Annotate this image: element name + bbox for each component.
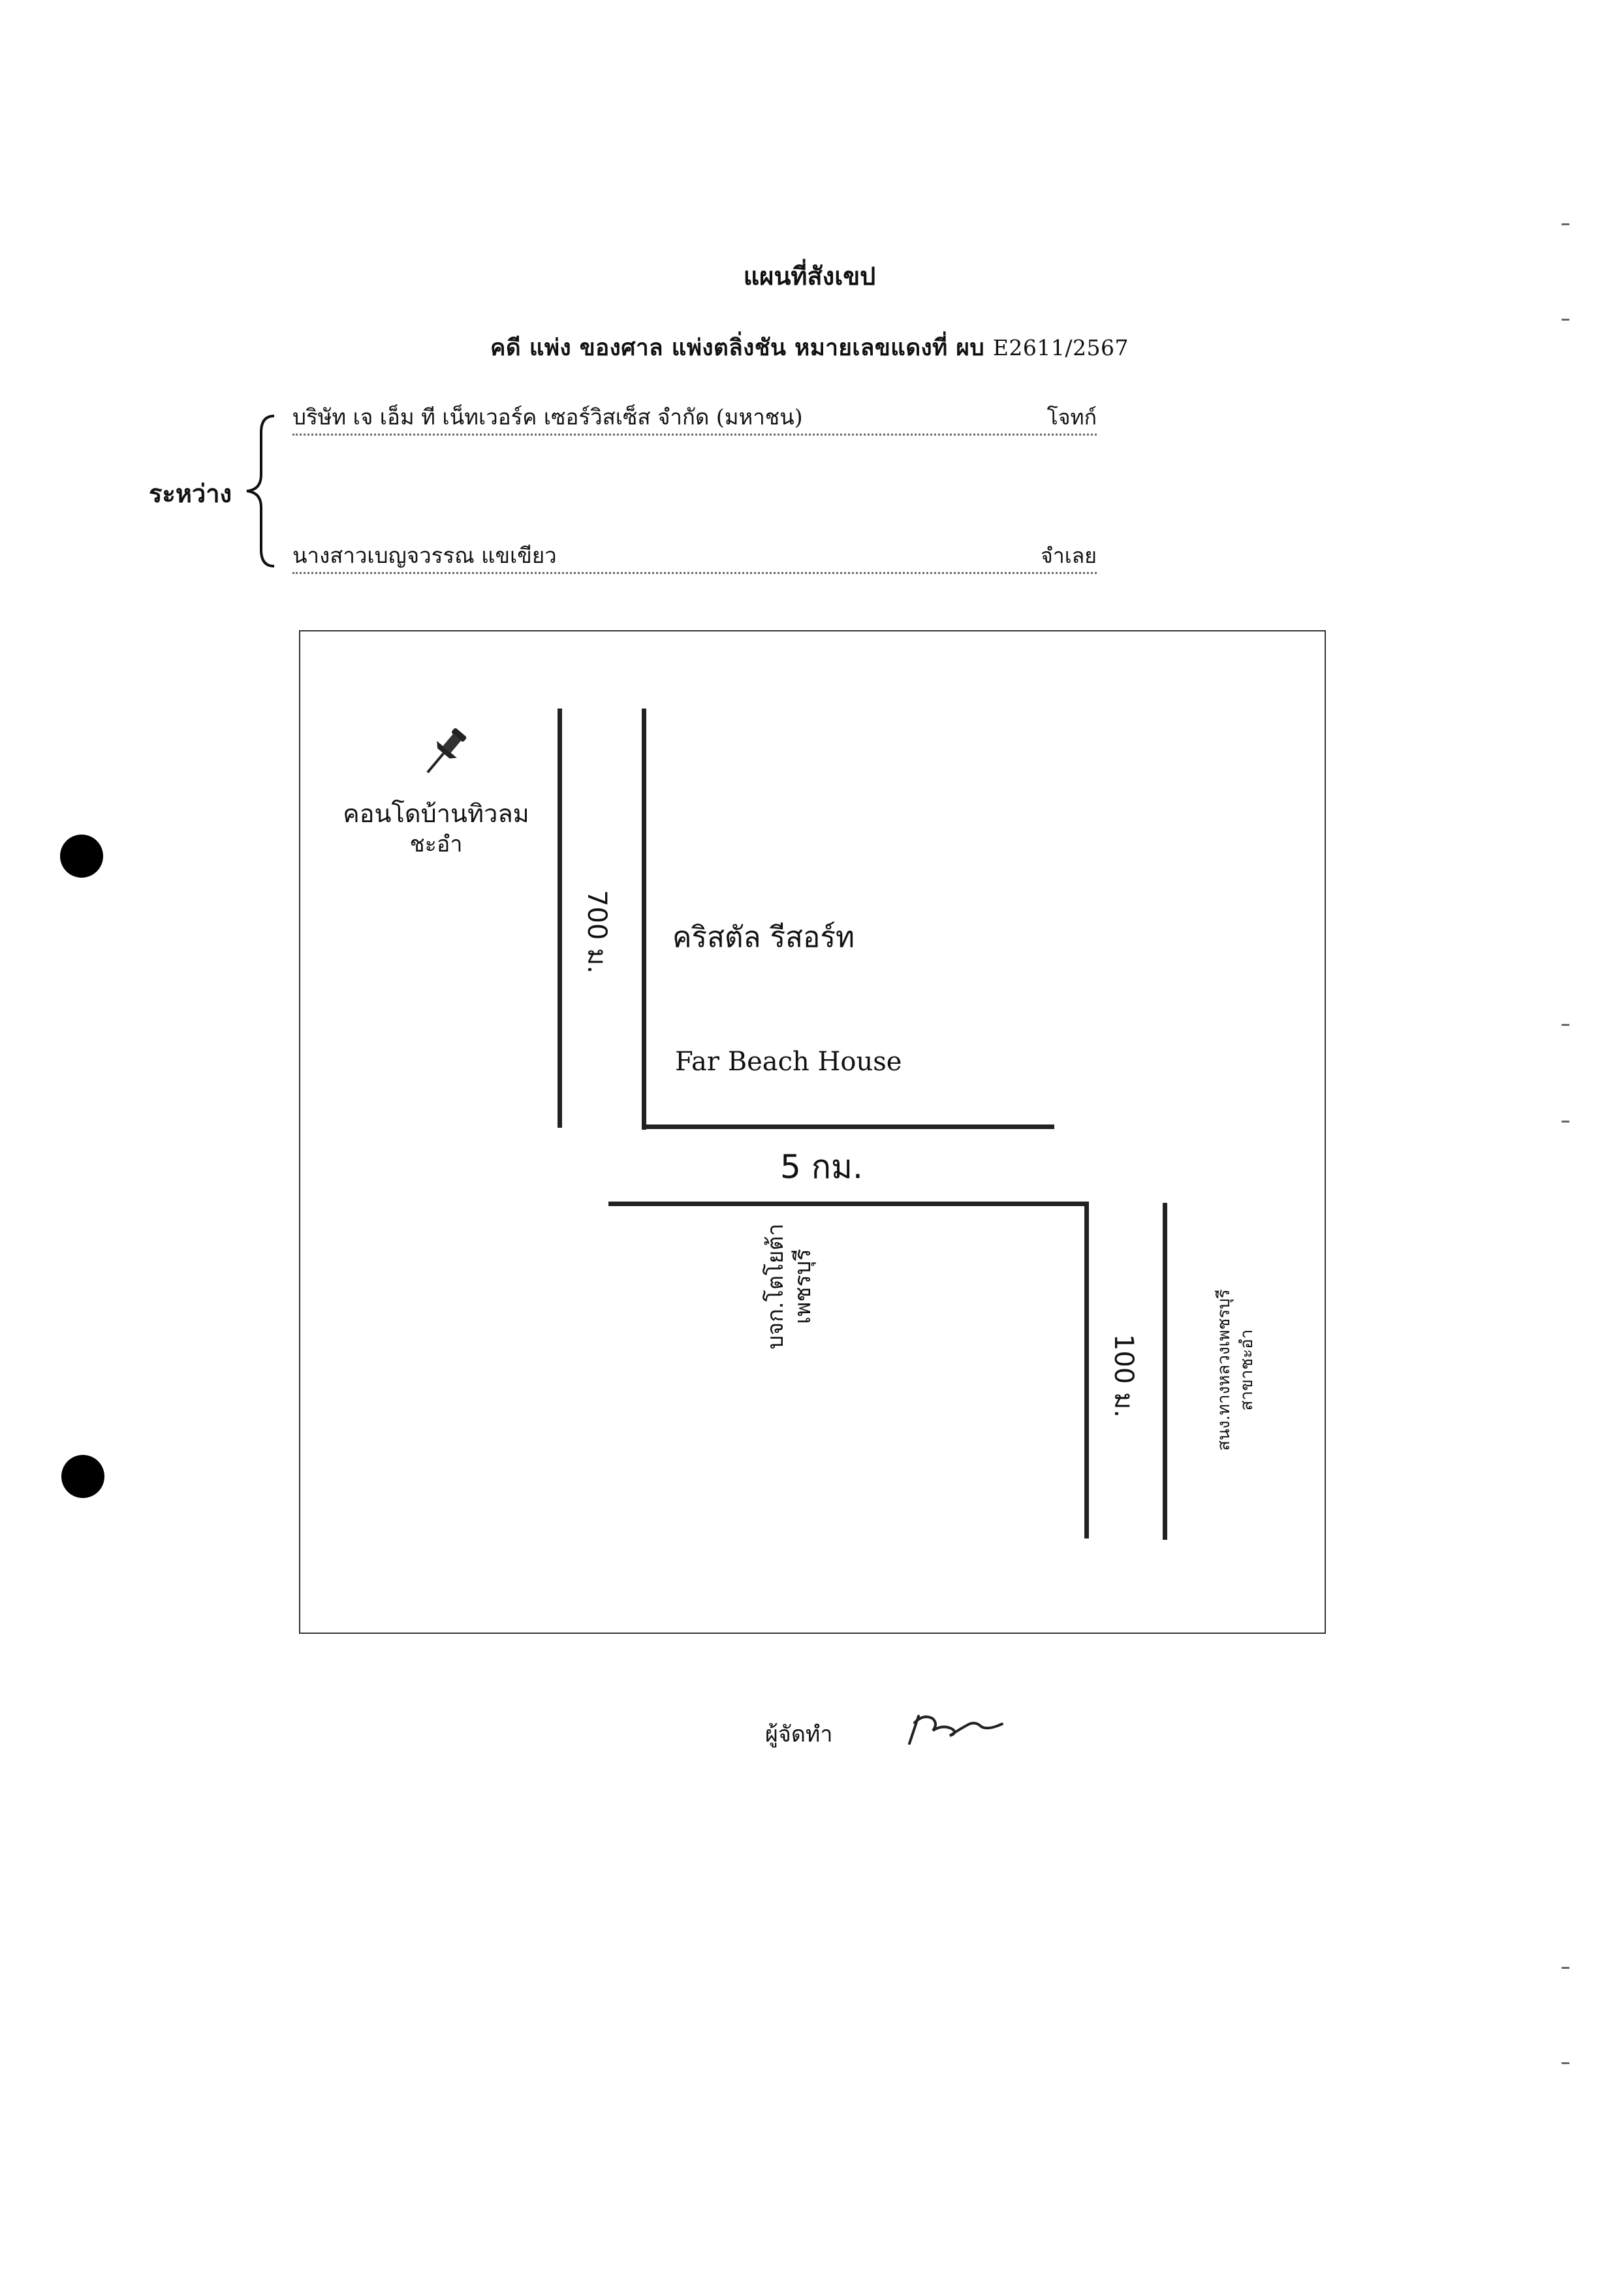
defendant-role: จำเลย [1040, 543, 1097, 568]
road-left-vertical [558, 709, 562, 1128]
case-number: E2611/2567 [992, 335, 1129, 360]
resort-name-en: Far Beach House [675, 1047, 902, 1077]
hwy-office-line1: สนง.ทางหลวงเพชรบุรี [1214, 1289, 1234, 1451]
road-center-vertical [642, 709, 646, 1130]
road-right-vertical-1 [1084, 1202, 1089, 1539]
case-line: คดี แพ่ง ของศาล แพ่งตลิ่งชัน หมายเลขแดงท… [0, 330, 1619, 366]
between-label: ระหว่าง [149, 479, 232, 508]
pin-label-line2: ชะอำ [409, 831, 463, 857]
case-description: คดี แพ่ง ของศาล แพ่งตลิ่งชัน หมายเลขแดงท… [490, 334, 985, 361]
road-right-vertical-2 [1163, 1203, 1167, 1540]
defendant-name: นางสาวเบญจวรรณ แขเขียว [292, 543, 557, 568]
toyota-label-line2: เพชรบุรี [790, 1249, 816, 1324]
punch-hole-bottom [61, 1455, 104, 1498]
scan-tick [1562, 223, 1569, 225]
document-title: แผนที่สังเขป [743, 261, 876, 291]
distance-700-label: 700 ม. [582, 889, 612, 974]
scan-tick [1562, 319, 1569, 321]
plaintiff-name: บริษัท เจ เอ็ม ที เน็ทเวอร์ค เซอร์วิสเซ็… [292, 404, 803, 430]
map-frame [299, 630, 1326, 1634]
punch-hole-top [60, 835, 103, 878]
defendant-row: นางสาวเบญจวรรณ แขเขียว จำเลย [292, 542, 1097, 574]
scan-tick [1562, 1967, 1569, 1969]
signature-icon [908, 1715, 1003, 1745]
plaintiff-role: โจทก์ [1046, 405, 1097, 430]
distance-100-label: 100 ม. [1108, 1333, 1139, 1418]
prepared-by-label: ผู้จัดทำ [765, 1721, 833, 1747]
toyota-label-line1: บจก.โตโยต้า [762, 1223, 789, 1350]
scan-tick [1562, 1024, 1569, 1026]
pin-label-line1: คอนโดบ้านทิวลม [343, 799, 529, 828]
road-upper-horizontal [642, 1124, 1054, 1129]
scan-tick [1562, 2062, 1569, 2064]
hwy-office-line2: สาขาชะอำ [1237, 1329, 1257, 1411]
distance-5km-label: 5 กม. [780, 1148, 863, 1186]
resort-name-th: คริสตัล รีสอร์ท [672, 921, 855, 954]
pushpin-icon [426, 728, 467, 774]
scan-tick [1562, 1121, 1569, 1123]
brace-icon [246, 415, 275, 567]
road-lower-horizontal [608, 1202, 1089, 1206]
plaintiff-row: บริษัท เจ เอ็ม ที เน็ทเวอร์ค เซอร์วิสเซ็… [292, 404, 1097, 436]
